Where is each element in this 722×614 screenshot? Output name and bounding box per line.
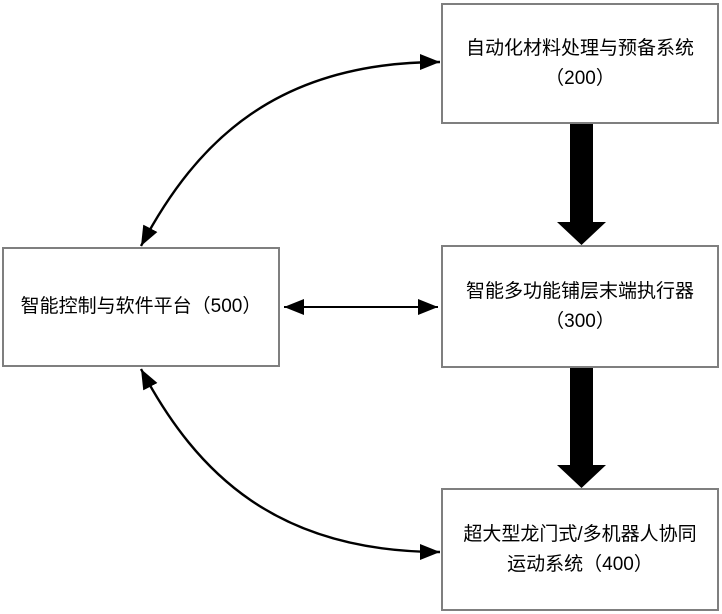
box-control-platform-label: 智能控制与软件平台（500） xyxy=(20,296,262,318)
curved-double-arrow-500-400-icon xyxy=(139,368,441,560)
box-layup-end-effector: 智能多功能铺层末端执行器 （300） xyxy=(441,245,719,368)
curved-double-arrow-500-200-icon xyxy=(139,54,441,247)
box-layup-end-effector-label: 智能多功能铺层末端执行器 （300） xyxy=(465,281,694,332)
box-gantry-motion-label: 超大型龙门式/多机器人协同 运动系统（400） xyxy=(463,524,697,575)
box-control-software-platform: 智能控制与软件平台（500） xyxy=(2,247,280,367)
thick-down-arrow-300-400-icon xyxy=(557,368,606,488)
box-material-prep-system: 自动化材料处理与预备系统 （200） xyxy=(441,3,719,124)
box-gantry-motion-system: 超大型龙门式/多机器人协同 运动系统（400） xyxy=(441,488,719,611)
thick-down-arrow-200-300-icon xyxy=(557,124,606,245)
box-material-prep-label: 自动化材料处理与预备系统 （200） xyxy=(465,38,694,89)
